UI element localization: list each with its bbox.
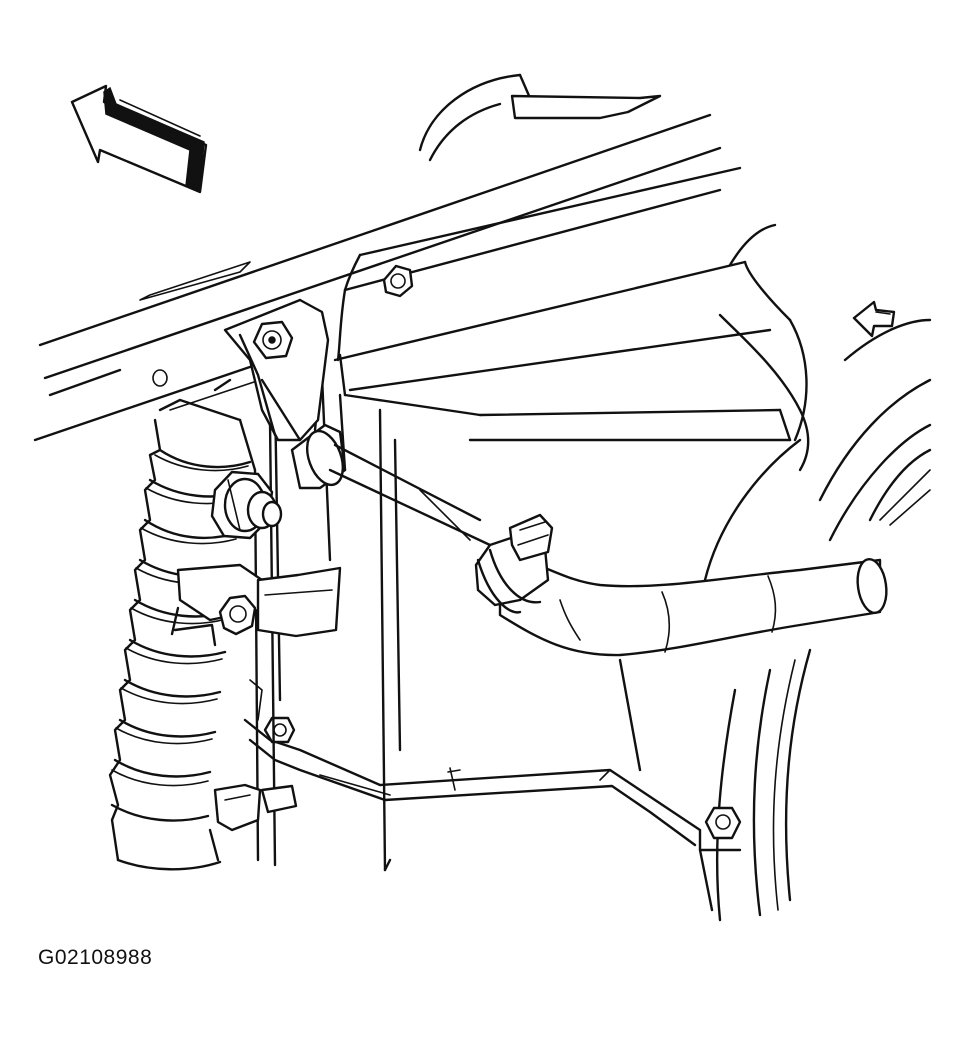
radiator-side-tank	[108, 398, 298, 871]
lower-floor	[383, 769, 611, 872]
radiator-hose	[474, 513, 888, 657]
inner-fender	[468, 223, 932, 922]
figure-code: G02108988	[38, 946, 153, 969]
lower-flange	[243, 716, 742, 912]
top-shroud	[333, 73, 772, 397]
forward-direction-arrow-icon	[70, 84, 208, 194]
view-direction-arrow-icon	[852, 300, 896, 338]
upper-bracket	[213, 298, 330, 442]
drain-fitting	[210, 470, 283, 540]
line-clamp	[170, 563, 342, 647]
upper-crossmember	[33, 113, 722, 442]
shroud-outlet-neck	[290, 423, 492, 547]
